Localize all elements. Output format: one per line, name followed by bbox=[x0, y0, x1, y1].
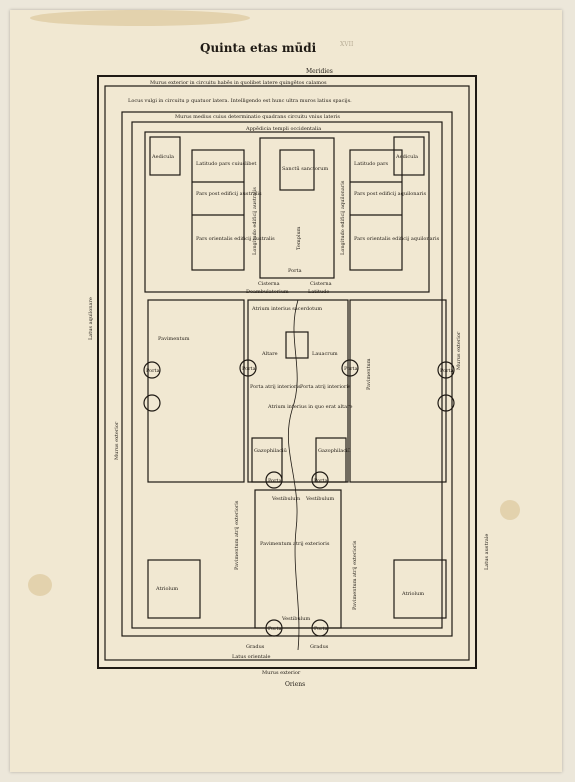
middle-wall bbox=[121, 111, 453, 637]
pavimentum-right: Pavimentum bbox=[366, 358, 372, 390]
gate-west-circle-2 bbox=[143, 394, 161, 412]
deambulatorium-label: Deambulatorium bbox=[246, 289, 289, 295]
gradus-label: Gradus bbox=[246, 644, 265, 650]
laver-label: Lauacrum bbox=[312, 351, 338, 357]
porta-gate-right: Porta bbox=[314, 478, 328, 484]
long-right-label: Pavimentum atrij exterioris bbox=[352, 540, 358, 610]
right-middle-text: Murus exterior bbox=[456, 331, 462, 370]
gate-lower-left bbox=[265, 471, 283, 489]
stain-right bbox=[500, 500, 520, 520]
porta-bottom-left: Porta bbox=[268, 626, 282, 632]
lower-pavement-lattice bbox=[254, 489, 342, 629]
outer-bottom-text: Murus exterior bbox=[262, 670, 301, 676]
right-cell-3: Pars orientalis edificij aquilonaris bbox=[354, 236, 440, 242]
right-cell-1: Latitudo pars bbox=[354, 161, 389, 167]
west-appendix-text: Appēdicia templi occidentalia bbox=[245, 126, 321, 132]
vestibulum2-label: Vestibulum bbox=[305, 496, 335, 502]
porta-right: Porta bbox=[344, 366, 358, 372]
left-cell-3: Pars orientalis edificij australis bbox=[196, 236, 275, 242]
gazo-right-room bbox=[315, 437, 347, 483]
porta-temple-label: Porta bbox=[288, 268, 302, 274]
outer-wall-inner bbox=[104, 85, 470, 661]
inner-court bbox=[247, 299, 349, 483]
left-cell-2: Pars post edificij australis bbox=[196, 191, 262, 197]
right-long-label: Longitudo edificij aquilonaris bbox=[340, 180, 346, 255]
page-title: Quinta etas mūdi bbox=[200, 41, 317, 55]
sanctum-label: Sanctū sanctorum bbox=[282, 166, 328, 172]
stain-left bbox=[28, 574, 52, 596]
outer-wall bbox=[97, 75, 477, 669]
long-left-label: Pavimentum atrij exterioris bbox=[234, 500, 240, 570]
porta-west: Porta bbox=[146, 368, 160, 374]
porta-left: Porta bbox=[242, 366, 256, 372]
atriolum-right bbox=[393, 559, 447, 619]
porta-east: Porta bbox=[440, 368, 454, 374]
left-corner-label: Aedicula bbox=[151, 154, 174, 160]
middle-wall-text: Murus medius cuius determinatio quadrans… bbox=[175, 114, 340, 120]
left-middle-text: Murus exterior bbox=[114, 421, 120, 460]
pavimentum-left: Pavimentum bbox=[158, 336, 190, 342]
cistern-left-label: Cisterna bbox=[258, 281, 280, 287]
central-path bbox=[288, 299, 300, 651]
gate-inner-right bbox=[341, 359, 359, 377]
gate-lower-right bbox=[311, 471, 329, 489]
porta-bottom-right: Porta bbox=[314, 626, 328, 632]
gradus2-label: Gradus bbox=[310, 644, 329, 650]
gate-east-circle bbox=[437, 361, 455, 379]
gate-inner-left bbox=[239, 359, 257, 377]
vestibulum-label: Vestibulum bbox=[271, 496, 301, 502]
direction-east: Oriens bbox=[285, 681, 305, 688]
gazo-left-room bbox=[251, 437, 283, 483]
left-cell-1: Latitudo pars cuiuslibet bbox=[196, 161, 256, 167]
vulgus-text: Locus vulgi in circuitu p quatuor latera… bbox=[128, 98, 352, 104]
right-outer-text: Latus australe bbox=[484, 534, 490, 570]
temple-block bbox=[144, 131, 430, 293]
folio-number: XVII bbox=[340, 41, 354, 48]
porta-mid-right: Porta atrij interioris bbox=[300, 384, 351, 390]
porta-mid-left: Porta atrij interioris bbox=[250, 384, 301, 390]
gate-east-circle-2 bbox=[437, 394, 455, 412]
left-outer-text: Latus aquilonare bbox=[88, 297, 94, 340]
left-pavement-lattice bbox=[147, 299, 245, 483]
vestibulum-bottom: Vestibulum bbox=[281, 616, 311, 622]
altar-shape bbox=[285, 331, 309, 359]
porta-gate-left: Porta bbox=[268, 478, 282, 484]
middle-wall-inner bbox=[131, 121, 443, 629]
manuscript-page: Quinta etas mūdi XVII Meridies Murus ext… bbox=[10, 10, 562, 772]
gate-bottom-left bbox=[265, 619, 283, 637]
right-pavement-lattice bbox=[349, 299, 447, 483]
atrium-inner-label: Atrium interius in quo erat altare bbox=[267, 404, 353, 410]
left-corner-room bbox=[149, 136, 181, 176]
gazo-right-label: Gazophilaciū bbox=[318, 448, 352, 454]
temple-plan: Quinta etas mūdi XVII Meridies Murus ext… bbox=[28, 10, 520, 688]
inner-bottom-text: Latus orientale bbox=[232, 654, 270, 660]
stain-top bbox=[30, 10, 250, 26]
outer-wall-top-text: Murus exterior in circuitu habēs in quol… bbox=[150, 80, 327, 86]
holy-of-holies bbox=[279, 149, 315, 191]
inner-court-label: Atrium interius sacerdotum bbox=[251, 306, 322, 312]
altar-label: Altare bbox=[261, 351, 278, 357]
right-building bbox=[349, 149, 403, 271]
sanctuary-building bbox=[259, 137, 335, 279]
right-corner-label: Aedicula bbox=[395, 154, 418, 160]
atriolum-left bbox=[147, 559, 201, 619]
gate-bottom-right bbox=[311, 619, 329, 637]
left-long-label: Longitudo edificij australis bbox=[252, 187, 258, 255]
left-building bbox=[191, 149, 245, 271]
atriolum-left-label: Atriolum bbox=[155, 586, 178, 592]
direction-south: Meridies bbox=[306, 68, 333, 75]
right-cell-2: Pars post edificij aquilonaris bbox=[354, 191, 426, 197]
templum-label: Templum bbox=[296, 226, 302, 250]
gazo-left-label: Gazophilaciū bbox=[254, 448, 288, 454]
cistern-right-label: Cisterna bbox=[310, 281, 332, 287]
latitudo-label: Latitudo bbox=[308, 289, 329, 295]
atriolum-right-label: Atriolum bbox=[401, 591, 424, 597]
right-corner-room bbox=[393, 136, 425, 176]
gate-west-circle bbox=[143, 361, 161, 379]
